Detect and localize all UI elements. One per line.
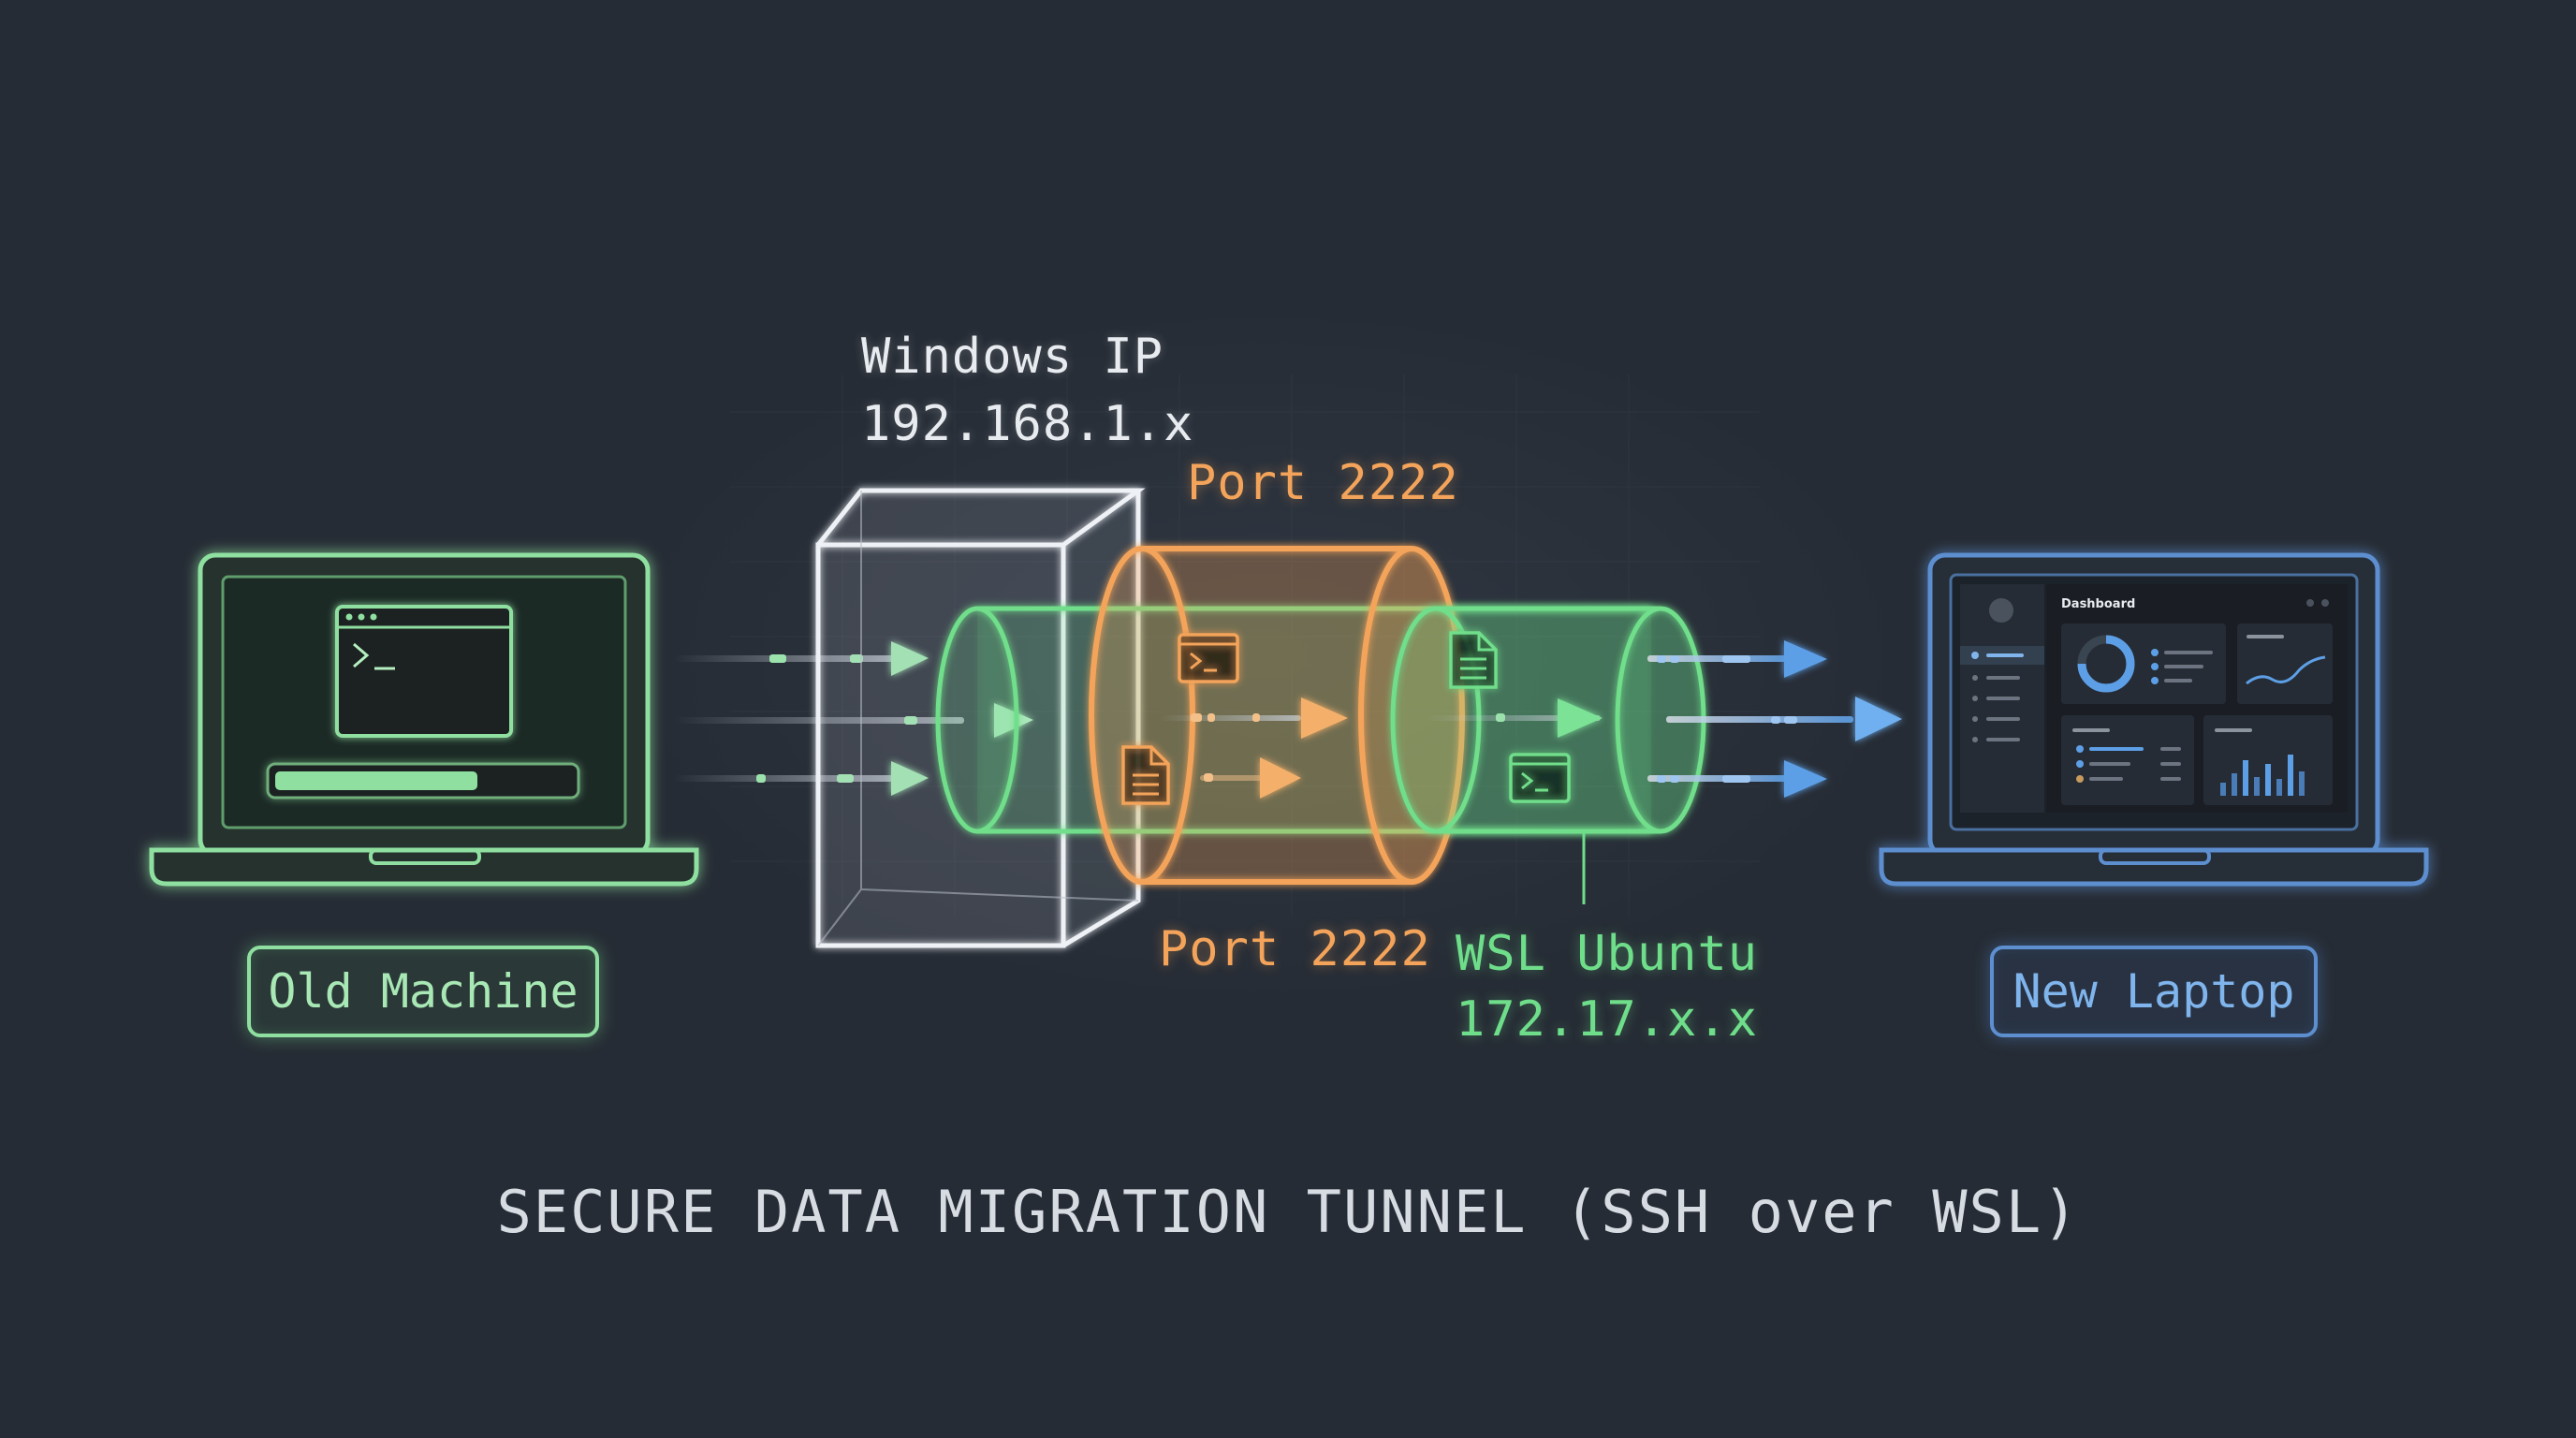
old-machine-badge: Old Machine xyxy=(247,946,599,1037)
dashboard-title: Dashboard xyxy=(2061,597,2135,611)
tunnel-data-streams xyxy=(1161,697,1603,799)
windows-ip-label: Windows IP 192.168.1.x xyxy=(861,323,1194,458)
arrow-right-icon xyxy=(1784,760,1827,798)
arrow-right-icon xyxy=(891,641,929,676)
windows-label: Windows IP xyxy=(861,329,1164,385)
terminal-icon xyxy=(1178,633,1239,683)
old-machine-progress-bar xyxy=(266,762,580,800)
port-label-bottom: Port 2222 xyxy=(1159,921,1431,977)
wsl-label: WSL Ubuntu xyxy=(1456,926,1759,982)
dashboard-screen: Dashboard xyxy=(1960,584,2348,813)
arrow-right-icon xyxy=(1301,697,1348,739)
arrow-right-icon xyxy=(1260,757,1301,799)
wsl-ip: 172.17.x.x xyxy=(1456,991,1759,1048)
port-label-top: Port 2222 xyxy=(1187,455,1459,511)
old-machine-terminal-window xyxy=(335,605,513,738)
arrow-right-icon xyxy=(1784,640,1827,678)
document-icon xyxy=(1449,631,1498,689)
wsl-ubuntu-label: WSL Ubuntu 172.17.x.x xyxy=(1456,921,1758,1052)
terminal-icon xyxy=(1509,753,1571,803)
arrow-right-icon xyxy=(891,761,929,796)
document-icon xyxy=(1121,745,1170,805)
new-laptop-badge: New Laptop xyxy=(1990,946,2318,1037)
windows-ip: 192.168.1.x xyxy=(861,396,1194,452)
arrow-right-icon xyxy=(1558,698,1603,738)
outgoing-data-streams xyxy=(1647,640,1902,798)
diagram-caption: SECURE DATA MIGRATION TUNNEL (SSH over W… xyxy=(496,1178,2080,1246)
arrow-right-icon xyxy=(1855,697,1902,741)
